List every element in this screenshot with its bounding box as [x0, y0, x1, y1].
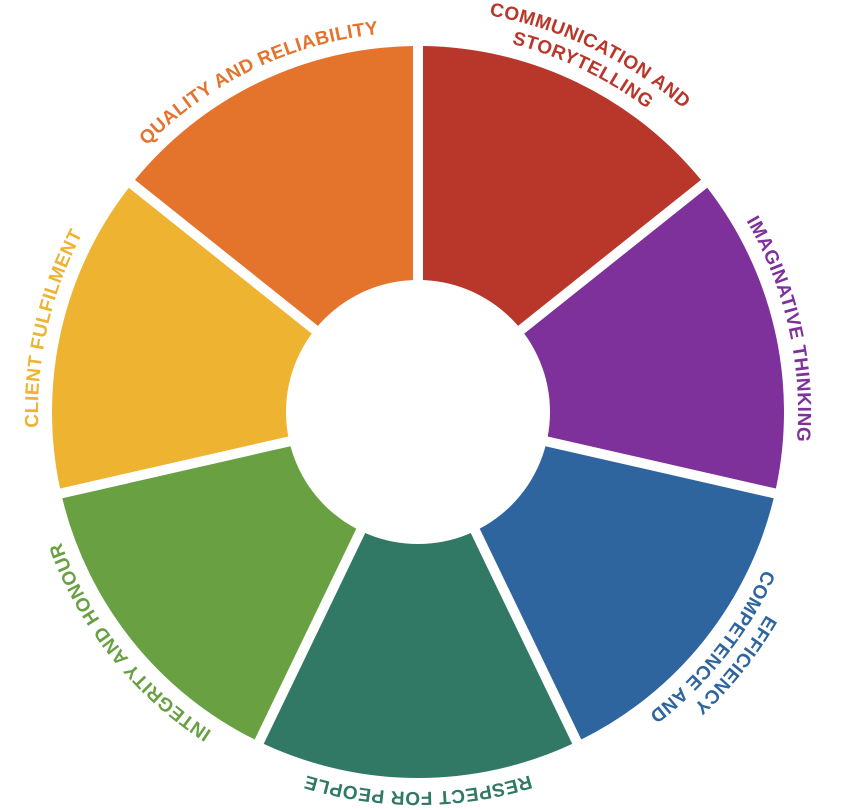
- segment-integrity: [62, 444, 360, 740]
- segment-quality: [134, 46, 413, 331]
- segment-competence: [476, 444, 774, 740]
- wheel-center-hole: [286, 280, 550, 544]
- segment-client: [51, 187, 319, 489]
- segment-imaginative: [517, 187, 784, 489]
- wheel-segments: [51, 46, 784, 779]
- segment-respect: [263, 525, 573, 779]
- segment-communication: [423, 46, 702, 331]
